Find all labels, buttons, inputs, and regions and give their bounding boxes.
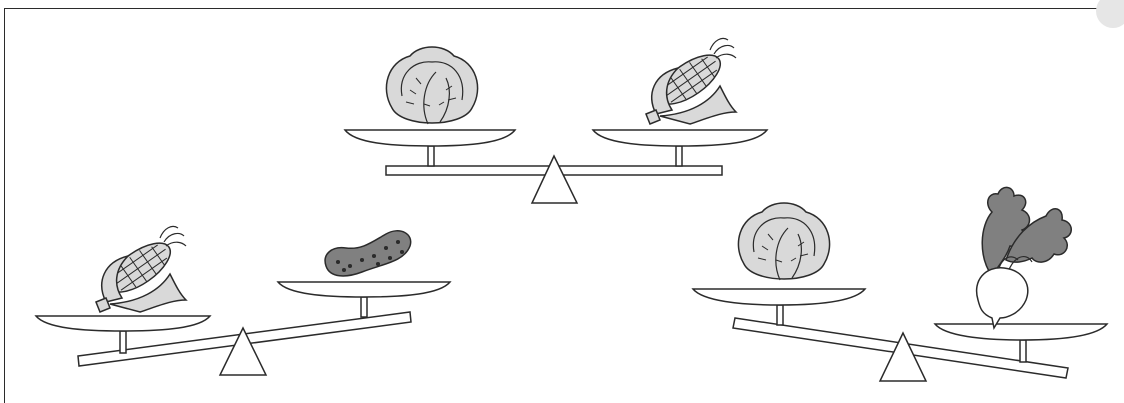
pan-post-left [428,146,434,166]
pan-right [935,324,1107,340]
corn-icon [646,38,736,124]
pan-left [36,316,210,331]
pan-right [278,282,450,297]
cucumber-icon [325,231,411,276]
scale-bottom-left [36,226,450,375]
cabbage-icon [386,47,477,124]
pan-post-left [777,305,783,325]
scale-top [345,38,767,203]
scale-bottom-right [693,187,1107,381]
cabbage-icon [738,203,829,280]
corn-icon [96,226,186,312]
radish-icon [977,187,1072,328]
pan-right [593,130,767,146]
pan-post-left [120,331,126,353]
pan-post-right [361,297,367,317]
pan-post-right [1020,340,1026,362]
pan-post-right [676,146,682,166]
pan-left [345,130,515,146]
pan-left [693,289,865,305]
fulcrum [532,156,577,203]
